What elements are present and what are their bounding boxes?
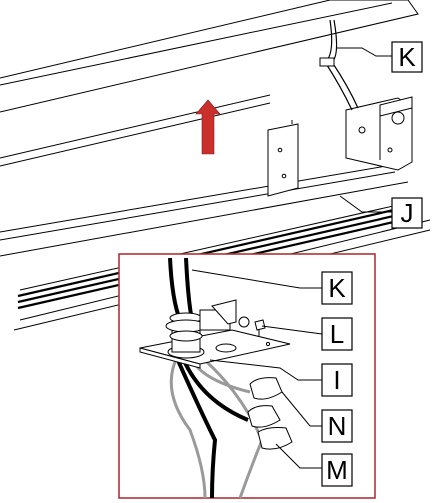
label-m: M <box>326 455 348 485</box>
leader-j <box>339 195 392 213</box>
inset-wire-nuts <box>247 377 293 450</box>
inset-fitting <box>165 299 237 359</box>
inset-leaders <box>191 269 323 469</box>
callout-n <box>321 409 353 443</box>
wire-connector-top <box>319 57 335 67</box>
callout-k-top <box>391 41 423 73</box>
ceiling-panel <box>0 0 419 167</box>
fixture-housing <box>0 164 431 331</box>
leader-k-top <box>336 47 392 57</box>
label-n: N <box>328 411 347 441</box>
label-k-inset: K <box>328 273 346 303</box>
inset-screw <box>238 316 266 336</box>
callout-i <box>321 363 353 397</box>
callout-j <box>391 197 423 229</box>
label-k-top: K <box>398 42 416 72</box>
label-i: I <box>333 365 340 395</box>
junction-box <box>345 96 413 171</box>
mounting-bracket <box>267 120 299 197</box>
label-j: J <box>401 198 414 228</box>
label-l: L <box>330 319 344 349</box>
callout-l <box>321 317 353 351</box>
up-arrow-icon <box>195 99 221 155</box>
callout-m <box>321 453 353 487</box>
callout-k-inset <box>321 271 353 305</box>
